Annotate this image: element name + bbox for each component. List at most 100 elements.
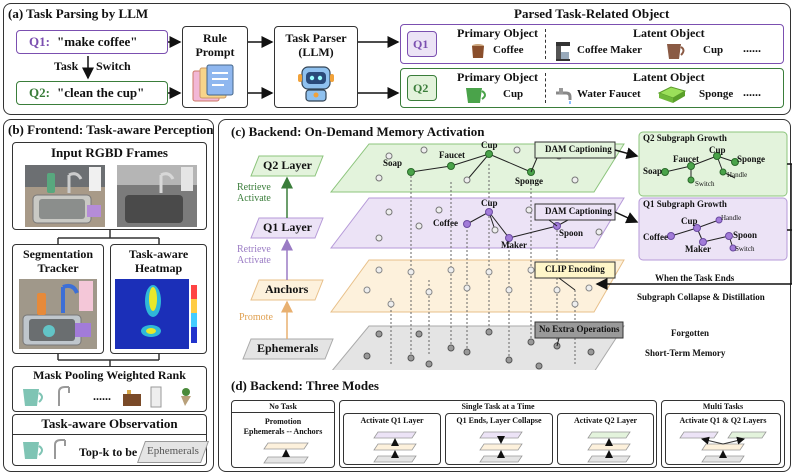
q2-node-faucet: Faucet xyxy=(439,150,465,160)
q1-query-box: Q1: "make coffee" xyxy=(16,30,168,54)
q2-latent-header: Latent Object xyxy=(633,70,705,84)
no-extra-label: No Extra Operations xyxy=(539,324,620,334)
q2-primary-value: Cup xyxy=(503,88,524,100)
q1-dashed-divider xyxy=(545,29,546,59)
mask-pooling-label: Mask Pooling Weighted Rank xyxy=(33,368,186,382)
task-switch-right: Switch xyxy=(96,59,131,73)
task-observation-label: Task-aware Observation xyxy=(13,416,206,435)
q1-growth-cup: Cup xyxy=(681,216,698,226)
q2-parsed-row: Q2 Primary Object Cup Latent Object Wate… xyxy=(400,68,784,108)
forgotten-label: Forgotten xyxy=(671,328,709,338)
q2-growth-cup: Cup xyxy=(709,145,726,155)
heatmap-image xyxy=(115,279,197,349)
mode-activate-both: Activate Q1 & Q2 Layers xyxy=(665,413,781,465)
mode-activate-q2-label: Activate Q2 Layer xyxy=(573,416,638,425)
document-stack-icon xyxy=(192,64,234,102)
q2-node-sponge: Sponge xyxy=(515,176,544,186)
q1-growth-handle: Handle xyxy=(721,214,742,222)
panel-b-title: (b) Frontend: Task-aware Perception xyxy=(8,122,214,137)
panel-d-title: (d) Backend: Three Modes xyxy=(231,378,379,393)
q1-label: Q1: xyxy=(29,34,50,49)
green-cup-icon xyxy=(466,88,486,103)
q1-tag: Q1 xyxy=(407,31,437,57)
q2-query-text: "clean the cup" xyxy=(57,85,145,100)
collapse-label: Subgraph Collapse & Distillation xyxy=(637,292,765,302)
mode-single-task: Single Task at a Time Activate Q1 Layer … xyxy=(339,400,657,468)
q2-growth-sponge: Sponge xyxy=(737,154,766,164)
task-observation-box: Task-aware Observation Top-k to be Ephem… xyxy=(12,414,210,466)
task-heatmap-label: Task-aware Heatmap xyxy=(128,247,189,275)
mode-activate-both-label: Activate Q1 & Q2 Layers xyxy=(679,416,767,425)
q1-latent-cup: Cup xyxy=(703,44,724,56)
q2-dashed-divider xyxy=(545,73,546,103)
retrieve-activate-purple: Retrieve Activate xyxy=(237,244,271,266)
mode-q1-ends-stack xyxy=(479,431,523,463)
faucet-icon xyxy=(556,88,572,104)
task-parser-label: Task Parser (LLM) xyxy=(285,31,347,59)
mode-no-task-line2: Ephemerals -- Anchors xyxy=(243,427,323,436)
q2-latent-ellipsis: ...... xyxy=(743,85,761,99)
coffee-maker-icon xyxy=(556,42,570,61)
q2-layer-label: Q2 Layer xyxy=(263,158,312,172)
mode-no-task: No Task Promotion Ephemerals -- Anchors xyxy=(231,400,335,468)
ephemerals-layer-tag xyxy=(242,338,334,360)
q1-primary-header: Primary Object xyxy=(457,26,538,40)
q2-growth-faucet: Faucet xyxy=(673,154,699,164)
q1-node-cup: Cup xyxy=(481,198,498,208)
panel-task-parsing: (a) Task Parsing by LLM Q1: "make coffee… xyxy=(3,3,791,115)
robot-icon xyxy=(298,66,334,102)
promote-label: Promote xyxy=(239,312,273,323)
q1-growth-maker: Maker xyxy=(685,244,711,254)
mask-pooling-box: Mask Pooling Weighted Rank ...... xyxy=(12,366,207,412)
mode-no-task-label: No Task xyxy=(232,402,334,413)
q1-node-maker: Maker xyxy=(501,240,527,250)
input-frames-box: Input RGBD Frames xyxy=(12,142,207,230)
mode-q1-ends-label: Q1 Ends, Layer Collapse xyxy=(456,416,542,425)
q2-growth-soap: Soap xyxy=(643,166,663,176)
q2-node-cup: Cup xyxy=(481,140,498,150)
mode-no-task-line1: Promotion xyxy=(264,417,302,426)
panel-backend-memory: (c) Backend: On-Demand Memory Activation xyxy=(218,119,792,472)
input-frames-label: Input RGBD Frames xyxy=(50,145,168,160)
mode-activate-q1-stack xyxy=(373,431,417,463)
segmentation-tracker-box: Segmentation Tracker xyxy=(12,244,104,354)
q1-tag-text: Q1 xyxy=(413,37,429,51)
cup-icon xyxy=(667,44,685,59)
mask-pooling-ellipsis: ...... xyxy=(93,389,111,403)
panel-a-title: (a) Task Parsing by LLM xyxy=(8,6,149,21)
panel-frontend-perception: (b) Frontend: Task-aware Perception Inpu… xyxy=(3,119,214,472)
task-parser-box: Task Parser (LLM) xyxy=(274,26,358,108)
q2-dam-label: DAM Captioning xyxy=(545,144,612,154)
rgb-frame-image xyxy=(25,165,105,227)
q2-tag: Q2 xyxy=(407,75,437,101)
q1-growth-switch: Switch xyxy=(735,245,755,253)
q1-growth-panel xyxy=(638,197,788,261)
q2-layer-tag xyxy=(250,155,324,177)
q1-latent-ellipsis: ...... xyxy=(743,41,761,55)
q2-growth-switch: Switch xyxy=(695,180,715,188)
q1-query-text: "make coffee" xyxy=(57,34,138,49)
q1-node-coffee: Coffee xyxy=(433,218,458,228)
anchors-layer-tag xyxy=(250,279,324,301)
depth-frame-image xyxy=(117,165,197,227)
task-heatmap-box: Task-aware Heatmap xyxy=(110,244,207,354)
q1-parsed-row: Q1 Primary Object Coffee Latent Object C… xyxy=(400,24,784,64)
sponge-icon xyxy=(657,86,687,103)
q1-latent-header: Latent Object xyxy=(633,26,705,40)
task-ends-label: When the Task Ends xyxy=(655,273,735,283)
q2-latent-water-faucet: Water Faucet xyxy=(577,88,641,100)
mode-no-task-stack xyxy=(263,442,309,464)
mode-multi-tasks-label: Multi Tasks xyxy=(702,402,744,411)
ranked-objects-icons xyxy=(23,386,191,408)
memory-graph xyxy=(242,131,792,370)
parsed-object-title: Parsed Task-Related Object xyxy=(514,6,670,21)
q1-primary-value: Coffee xyxy=(493,44,524,56)
short-term-label: Short-Term Memory xyxy=(645,348,726,358)
topk-label: Top-k to be xyxy=(79,445,138,459)
q1-layer-label: Q1 Layer xyxy=(263,220,312,234)
q2-latent-sponge: Sponge xyxy=(699,88,734,100)
task-switch-left: Task xyxy=(54,59,79,73)
q1-growth-coffee: Coffee xyxy=(643,232,668,242)
ephemerals-layer-label: Ephemerals xyxy=(257,341,319,355)
q2-label: Q2: xyxy=(29,85,50,100)
